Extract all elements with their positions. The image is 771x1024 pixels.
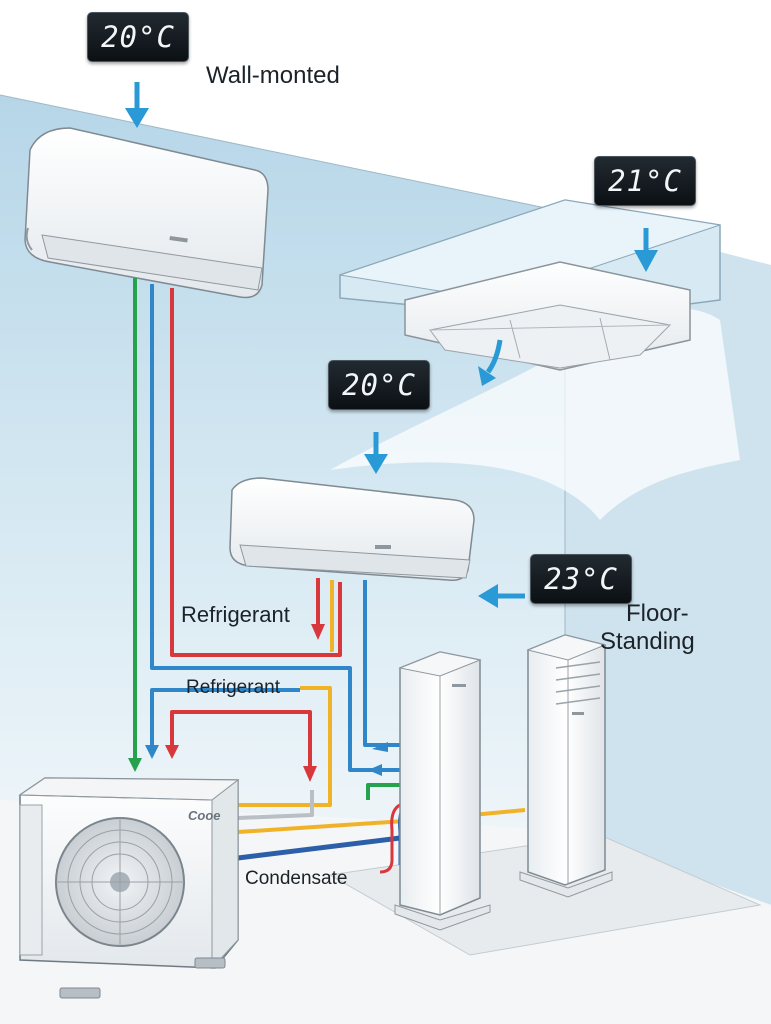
label-floor-standing-line2: Standing bbox=[600, 628, 695, 655]
tower-unit bbox=[394, 651, 491, 931]
pipe-arrowheads bbox=[128, 624, 388, 782]
pipe-grey bbox=[237, 790, 314, 820]
temperature-display-wall-middle: 20°C bbox=[328, 360, 430, 410]
refrigerant-pipes bbox=[133, 278, 526, 874]
outdoor-unit-feet bbox=[59, 957, 226, 999]
pipe-lower-red bbox=[170, 710, 312, 770]
temperature-display-floor: 23°C bbox=[530, 554, 632, 604]
pipe-green-lower bbox=[366, 783, 400, 800]
airflow-swoosh bbox=[330, 308, 740, 520]
pipe-lower-yellow bbox=[238, 686, 332, 807]
pipe-lower-blue bbox=[150, 688, 300, 750]
label-refrigerant-lower: Refrigerant bbox=[186, 677, 280, 698]
blue-indicator-arrows bbox=[125, 82, 658, 608]
pipe-blue-mid bbox=[363, 580, 400, 747]
outdoor-condenser-unit bbox=[18, 777, 240, 999]
outdoor-fan-grille bbox=[55, 817, 185, 947]
label-refrigerant-upper: Refrigerant bbox=[181, 602, 290, 627]
ceiling-cassette-unit bbox=[404, 261, 691, 371]
label-wall-mounted: Wall-monted bbox=[206, 62, 340, 89]
pipe-red-top bbox=[170, 288, 342, 657]
wall-mounted-unit-middle bbox=[229, 477, 475, 582]
outdoor-unit-brand: Cooe bbox=[188, 808, 221, 823]
label-floor-standing-line1: Floor- bbox=[626, 600, 689, 627]
pipe-red-coil bbox=[379, 803, 401, 874]
wall-mounted-unit-top bbox=[24, 127, 269, 299]
pipe-navy-condensate bbox=[237, 835, 401, 861]
pipe-yellow-mid bbox=[330, 580, 334, 652]
temperature-display-cassette: 21°C bbox=[594, 156, 696, 206]
pipe-blue-top bbox=[150, 284, 400, 772]
temperature-display-wall-top: 20°C bbox=[87, 12, 189, 62]
floor-standing-unit bbox=[519, 634, 613, 898]
label-condensate: Condensate bbox=[245, 868, 348, 889]
